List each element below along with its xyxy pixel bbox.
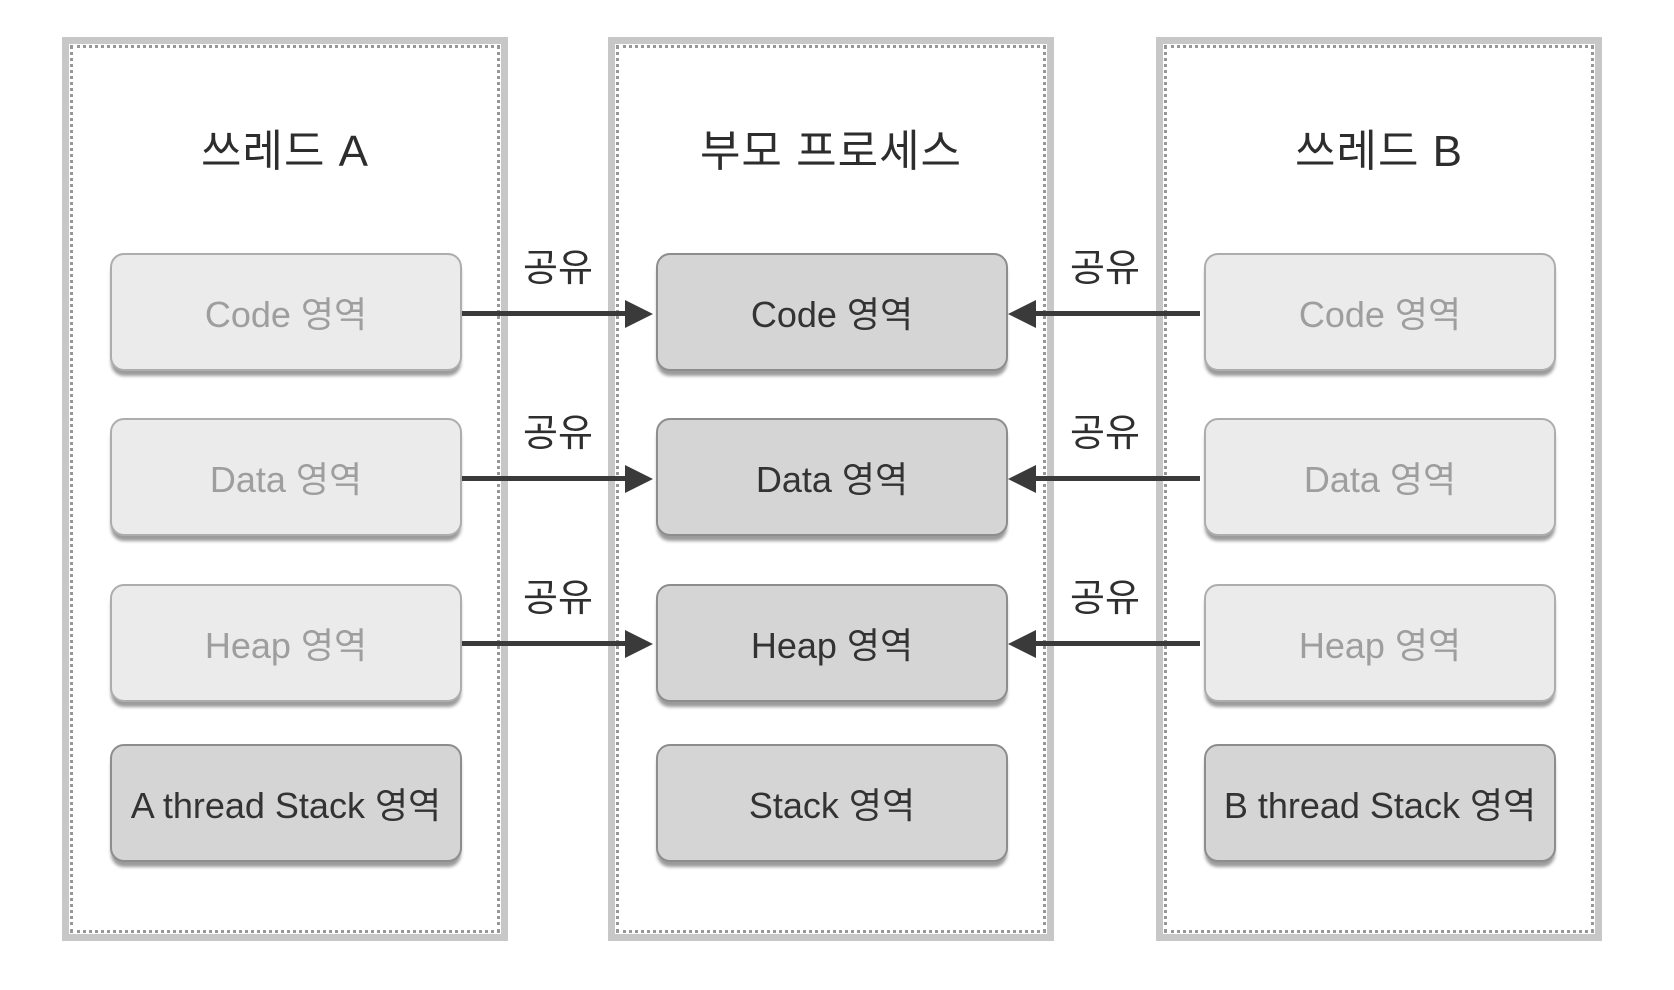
box-parent-heap: Heap 영역	[656, 584, 1008, 702]
panel-title-thread-b: 쓰레드 B	[1294, 127, 1463, 176]
share-label-a-code: 공유	[523, 248, 593, 290]
share-label-b-code: 공유	[1070, 248, 1140, 290]
box-thread-a-code: Code 영역	[110, 253, 462, 371]
arrow-a-data-to-parent-icon	[462, 476, 627, 481]
share-label-a-data: 공유	[523, 413, 593, 455]
share-label-b-heap: 공유	[1070, 578, 1140, 620]
share-label-b-data: 공유	[1070, 413, 1140, 455]
panel-title-thread-a: 쓰레드 A	[200, 127, 369, 176]
box-thread-b-stack: B thread Stack 영역	[1204, 744, 1556, 862]
share-label-a-heap: 공유	[523, 578, 593, 620]
arrow-a-heap-to-parent-icon	[462, 641, 627, 646]
panel-parent-process: 부모 프로세스 Code 영역 Data 영역 Heap 영역 Stack 영역	[608, 37, 1054, 941]
panel-title-parent-process: 부모 프로세스	[699, 127, 963, 176]
box-thread-a-data: Data 영역	[110, 418, 462, 536]
panel-thread-b: 쓰레드 B Code 영역 Data 영역 Heap 영역 B thread S…	[1156, 37, 1602, 941]
box-thread-b-heap: Heap 영역	[1204, 584, 1556, 702]
box-thread-a-stack: A thread Stack 영역	[110, 744, 462, 862]
box-parent-code: Code 영역	[656, 253, 1008, 371]
box-thread-a-heap: Heap 영역	[110, 584, 462, 702]
arrow-b-code-to-parent-icon	[1034, 311, 1200, 316]
arrow-b-heap-to-parent-icon	[1034, 641, 1200, 646]
arrow-a-code-to-parent-icon	[462, 311, 627, 316]
box-parent-data: Data 영역	[656, 418, 1008, 536]
box-parent-stack: Stack 영역	[656, 744, 1008, 862]
arrow-b-data-to-parent-icon	[1034, 476, 1200, 481]
panel-thread-a: 쓰레드 A Code 영역 Data 영역 Heap 영역 A thread S…	[62, 37, 508, 941]
box-thread-b-code: Code 영역	[1204, 253, 1556, 371]
box-thread-b-data: Data 영역	[1204, 418, 1556, 536]
